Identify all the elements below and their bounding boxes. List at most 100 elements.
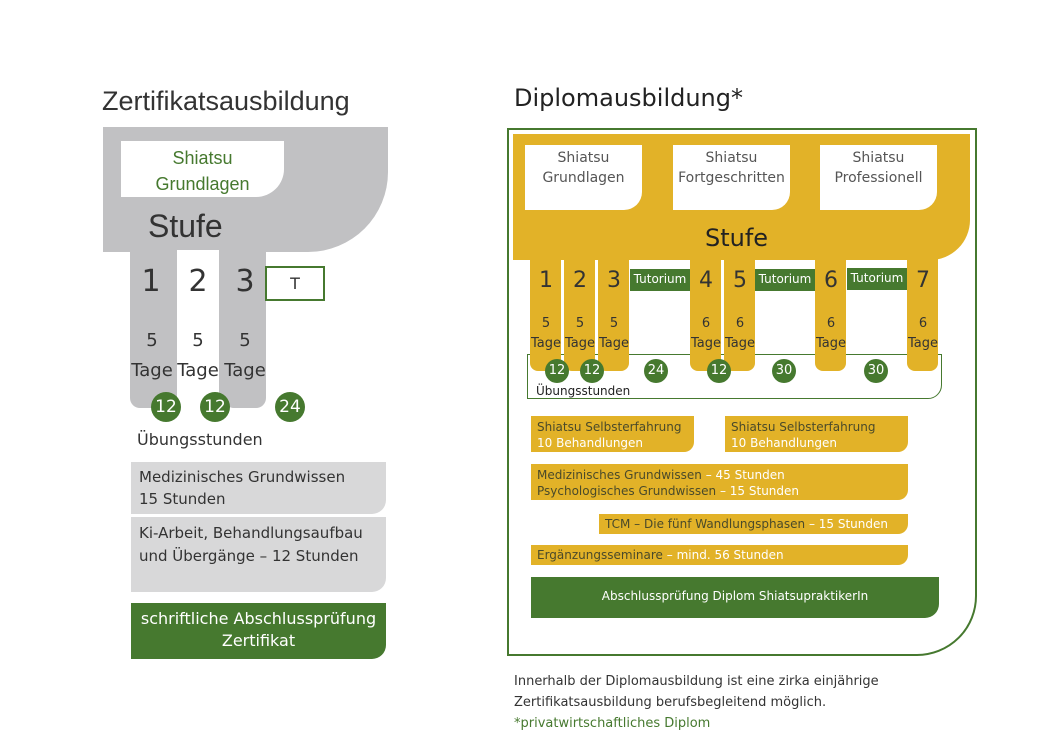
right-tab-professionell-2: Professionell (834, 170, 923, 186)
right-medical-b: – 45 Stunden (701, 468, 785, 482)
right-self-experience-2: Shiatsu Selbsterfahrung 10 Behandlungen (725, 416, 908, 452)
right-days-3-unit: Tage (598, 336, 629, 351)
right-psych-a: Psychologisches Grundwissen (537, 484, 717, 498)
right-tab-fortgeschritten-2: Fortgeschritten (678, 170, 785, 186)
right-supplementary-b: – mind. 56 Stunden (662, 548, 784, 562)
right-days-6-unit: Tage (815, 336, 846, 351)
right-hours-6: 30 (864, 359, 888, 383)
left-days-3-unit: Tage (224, 360, 266, 381)
left-block-medicine: Medizinisches Grundwissen 15 Stunden (131, 462, 386, 514)
right-tab-professionell-1: Shiatsu (852, 150, 905, 166)
right-self-2-line2: 10 Behandlungen (731, 436, 838, 450)
right-level-6: 6 (824, 268, 838, 293)
left-hours-3: 24 (275, 392, 305, 422)
right-hours-5: 30 (772, 359, 796, 383)
right-tab-grundlagen: Shiatsu Grundlagen (525, 145, 642, 210)
right-tcm-b: – 15 Stunden (805, 517, 888, 531)
left-block-medicine-2: 15 Stunden (139, 490, 226, 508)
left-exam-1: schriftliche Abschlussprüfung (140, 609, 377, 628)
right-exam-block: Abschlussprüfung Diplom Shiatsupraktiker… (531, 577, 939, 618)
right-days-4-unit: Tage (690, 336, 721, 351)
left-column-3 (224, 250, 266, 408)
right-self-1-line1: Shiatsu Selbsterfahrung (537, 420, 682, 434)
right-tutorium-2: Tutorium (755, 269, 815, 291)
right-days-6-n: 6 (826, 316, 836, 331)
right-level-2: 2 (573, 268, 587, 293)
left-hours-2: 12 (200, 392, 230, 422)
left-block-medicine-1: Medizinisches Grundwissen (139, 468, 346, 486)
left-level-3: 3 (235, 264, 255, 299)
left-hours-1: 12 (151, 392, 181, 422)
right-medical-a: Medizinisches Grundwissen (537, 468, 702, 482)
right-column-4 (690, 258, 721, 371)
right-medical-psych: Medizinisches Grundwissen – 45 Stunden P… (531, 464, 908, 500)
left-column-2-frame-r (219, 250, 224, 408)
right-column-5 (724, 258, 755, 371)
left-days-3-n: 5 (239, 330, 251, 351)
left-days-1-unit: Tage (131, 360, 173, 381)
right-supplementary-line: Ergänzungsseminare – mind. 56 Stunden (531, 545, 908, 565)
right-level-3: 3 (607, 268, 621, 293)
left-t-label: T (290, 274, 300, 293)
right-days-7-n: 6 (918, 316, 928, 331)
right-level-5: 5 (733, 268, 747, 293)
left-label-text: Shiatsu Grundlagen (155, 148, 250, 194)
right-stufe: Stufe (705, 224, 769, 252)
right-days-1-n: 5 (541, 316, 551, 331)
left-days-1-n: 5 (146, 330, 158, 351)
left-stufe: Stufe (148, 208, 223, 244)
right-level-1: 1 (539, 268, 553, 293)
right-psych-line: Psychologisches Grundwissen – 15 Stunden (531, 483, 908, 499)
right-tab-fortgeschritten: Shiatsu Fortgeschritten (673, 145, 790, 210)
left-exam-block: schriftliche Abschlussprüfung Zertifikat (131, 603, 386, 659)
right-hours-3: 24 (644, 359, 668, 383)
right-hours-2: 12 (580, 359, 604, 383)
right-tab-fortgeschritten-1: Shiatsu (705, 150, 758, 166)
right-column-3 (598, 258, 629, 371)
right-days-2-unit: Tage (564, 336, 595, 351)
right-self-2-line1: Shiatsu Selbsterfahrung (731, 420, 876, 434)
right-tutorium-3: Tutorium (847, 268, 907, 290)
right-days-5-n: 6 (735, 316, 745, 331)
right-tutorium-1: Tutorium (630, 269, 690, 291)
footer-text: Innerhalb der Diplomausbildung ist eine … (514, 671, 879, 734)
right-tab-grundlagen-2: Grundlagen (542, 170, 625, 186)
right-column-7 (907, 258, 938, 371)
right-tab-grundlagen-1: Shiatsu (557, 150, 610, 166)
footer-note: *privatwirtschaftliches Diplom (514, 716, 711, 731)
left-level-2: 2 (188, 264, 208, 299)
footer-line-2: Zertifikatsausbildung berufsbegleitend m… (514, 695, 827, 710)
left-column-2 (177, 250, 219, 408)
left-column-2-frame (172, 250, 177, 408)
footer-line-1: Innerhalb der Diplomausbildung ist eine … (514, 674, 879, 689)
left-exam-2: Zertifikat (221, 631, 296, 650)
right-hours-1: 12 (545, 359, 569, 383)
right-days-4-n: 6 (701, 316, 711, 331)
right-frame (507, 128, 977, 656)
right-medical-line: Medizinisches Grundwissen – 45 Stunden (531, 464, 908, 483)
right-supplementary: Ergänzungsseminare – mind. 56 Stunden (531, 545, 908, 565)
left-block-ki-1: Ki-Arbeit, Behandlungsaufbau (139, 524, 363, 542)
right-tcm-line: TCM – Die fünf Wandlungsphasen – 15 Stun… (599, 514, 908, 534)
right-days-2-n: 5 (575, 316, 585, 331)
right-hours-4: 12 (707, 359, 731, 383)
left-t-box: T (265, 266, 325, 301)
right-self-1-line2: 10 Behandlungen (537, 436, 644, 450)
right-level-7: 7 (916, 268, 930, 293)
left-block-ki: Ki-Arbeit, Behandlungsaufbau und Übergän… (131, 517, 386, 592)
left-hours-label: Übungsstunden (137, 430, 263, 449)
right-days-5-unit: Tage (724, 336, 755, 351)
left-days-2-unit: Tage (177, 360, 219, 381)
right-days-1-unit: Tage (530, 336, 561, 351)
right-tab-professionell: Shiatsu Professionell (820, 145, 937, 210)
right-tcm: TCM – Die fünf Wandlungsphasen – 15 Stun… (599, 514, 908, 534)
left-column-1 (130, 250, 172, 408)
left-days-2-n: 5 (192, 330, 204, 351)
right-column-6 (815, 258, 846, 371)
right-supplementary-a: Ergänzungsseminare (537, 548, 663, 562)
right-column-2 (564, 258, 595, 371)
right-days-3-n: 5 (609, 316, 619, 331)
right-days-7-unit: Tage (907, 336, 938, 351)
left-title: Zertifikatsausbildung (102, 86, 350, 116)
left-label-box: Shiatsu Grundlagen (121, 141, 284, 197)
